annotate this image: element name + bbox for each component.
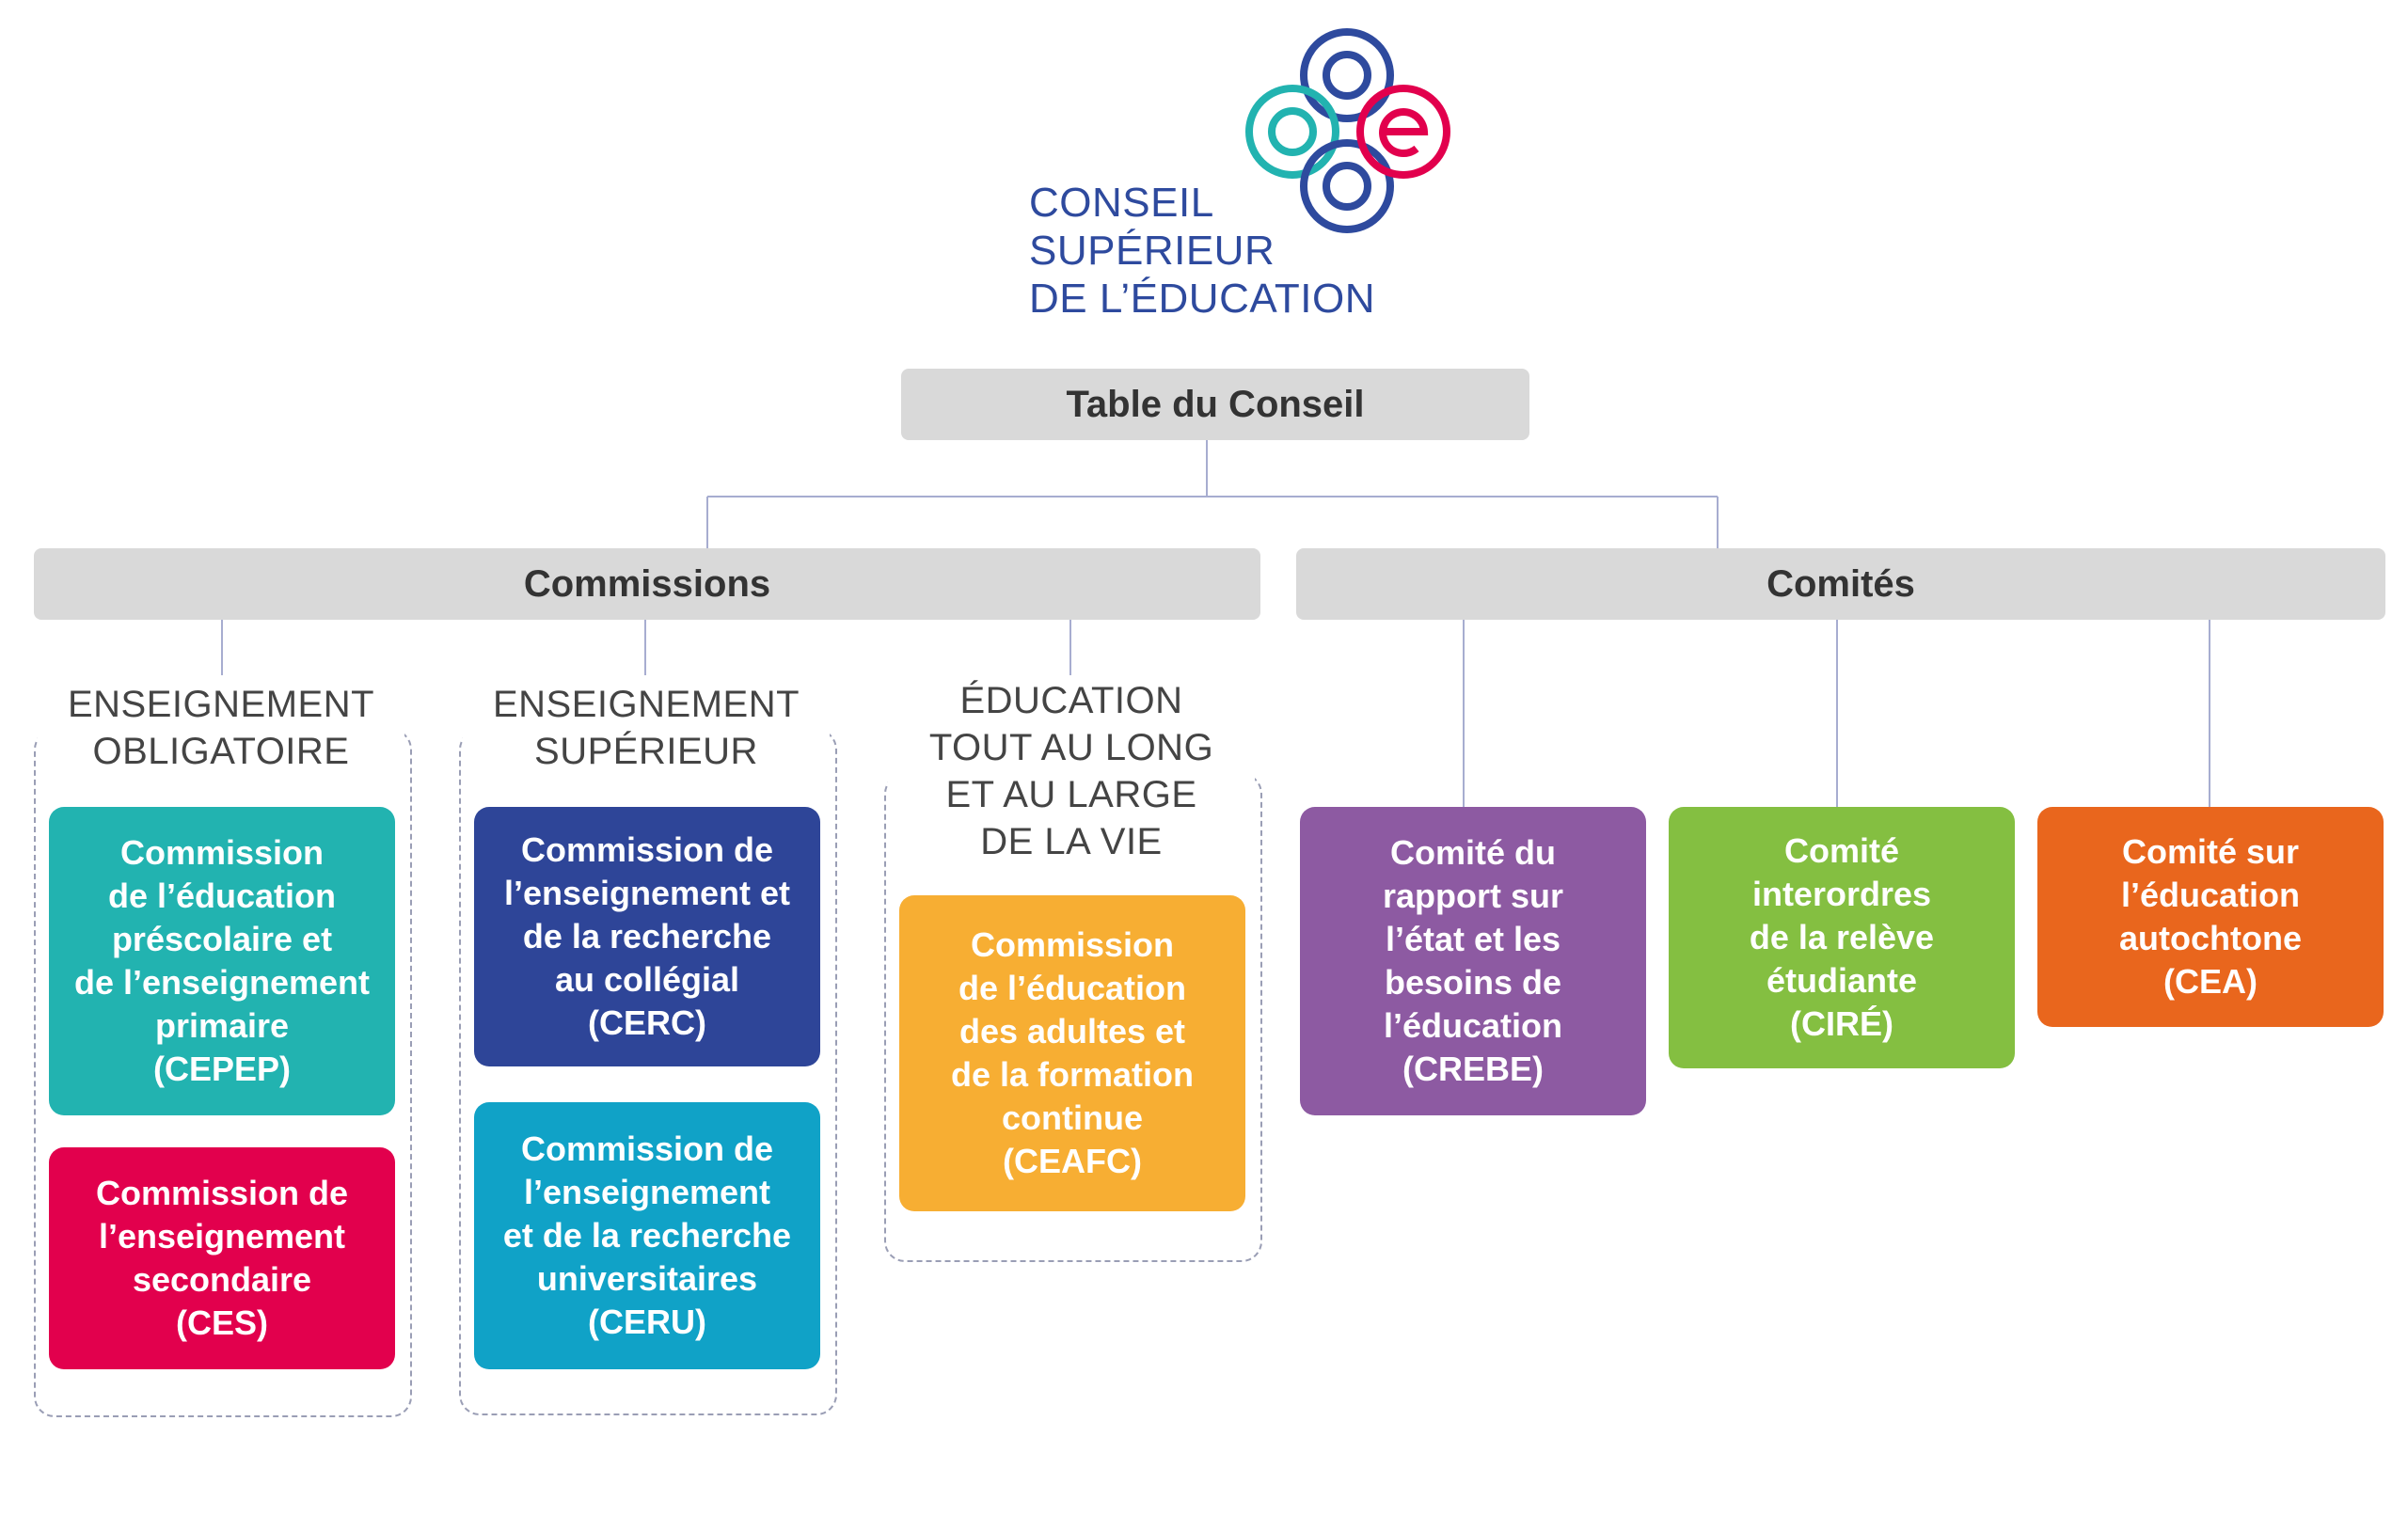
logo-ring-pink [1356,85,1450,179]
table-du-conseil-bar: Table du Conseil [901,369,1529,440]
box-line: des adultes et [958,1012,1186,1050]
box-line: préscolaire et [111,920,333,958]
box-line: primaire [154,1006,290,1045]
box-line: (CEAFC) [1003,1142,1142,1180]
box-line: (CERC) [588,1003,706,1042]
group-label-education-tout-au-long: ÉDUCATION TOUT AU LONG ET AU LARGE DE LA… [888,677,1255,865]
commissions-label: Commissions [523,562,771,605]
box-line: Commission de [95,1174,349,1212]
box-line: étudiante [1766,961,1917,1000]
box-line: Comité sur [2121,832,2300,871]
comite-box-cea: Comité sur l’éducation autochtone (CEA) [2037,807,2384,1027]
box-line: interordres [1751,875,1932,913]
box-line: autochtone [2119,919,2302,957]
box-line: de l’éducation [107,876,337,915]
box-line: (CEPEP) [152,1050,292,1088]
commission-box-ces: Commission de l’enseignement secondaire … [49,1147,395,1369]
box-line: de l’enseignement [73,963,371,1002]
box-line: (CIRÉ) [1789,1004,1893,1043]
logo-ring-navy-bottom-inner [1323,162,1371,211]
box-line: de l’éducation [958,969,1187,1007]
box-line: besoins de [1384,963,1562,1002]
logo-text: CONSEIL SUPÉRIEUR DE L’ÉDUCATION [1029,179,1375,323]
commission-box-ceafc: Commission de l’éducation des adultes et… [899,895,1245,1211]
box-line: l’enseignement [523,1173,771,1211]
box-line: Comité du [1390,833,1556,872]
commission-box-cepep: Commission de l’éducation préscolaire et… [49,807,395,1115]
box-line: Commission [119,833,325,872]
comite-box-crebe: Comité du rapport sur l’état et les beso… [1300,807,1646,1115]
logo-ring-teal-inner [1268,107,1317,156]
box-line: Commission de [520,1129,774,1168]
commissions-bar: Commissions [34,548,1260,620]
box-line: Commission de [520,830,774,869]
comite-box-cire: Comité interordres de la relève étudiant… [1669,807,2015,1068]
logo-rings [1245,28,1450,233]
box-line: l’éducation [2120,876,2301,914]
box-line: universitaires [536,1259,758,1298]
group-label-enseignement-superieur: ENSEIGNEMENT SUPÉRIEUR [463,681,830,775]
group-label-enseignement-obligatoire: ENSEIGNEMENT OBLIGATOIRE [38,681,404,775]
table-du-conseil-label: Table du Conseil [1066,383,1365,425]
box-line: Comité [1783,831,1899,870]
comites-label: Comités [1766,562,1915,605]
group-label-line: ET AU LARGE [945,774,1197,815]
group-label-line: OBLIGATOIRE [92,731,350,772]
box-line: (CEA) [2163,962,2258,1001]
box-line: l’éducation [1383,1006,1563,1045]
logo-letter-e [1379,108,1429,157]
box-line: au collégial [554,960,740,999]
box-line: et de la recherche [502,1216,792,1255]
box-line: (CES) [176,1303,268,1342]
commission-box-ceru: Commission de l’enseignement et de la re… [474,1102,820,1369]
group-label-line: SUPÉRIEUR [534,731,758,772]
box-line: l’enseignement et [503,874,791,912]
group-label-line: DE LA VIE [980,821,1163,862]
logo-ring-navy-top [1300,28,1394,122]
box-line: l’enseignement [98,1217,346,1255]
box-line: l’état et les [1385,920,1561,958]
logo-line-2: SUPÉRIEUR [1029,228,1275,274]
box-line: continue [1002,1098,1143,1137]
box-line: de la formation [950,1055,1195,1094]
comites-bar: Comités [1296,548,2385,620]
box-line: de la relève [1749,918,1935,956]
group-label-line: ENSEIGNEMENT [67,684,375,725]
group-label-line: ÉDUCATION [959,680,1183,721]
box-line: rapport sur [1382,876,1564,915]
logo-ring-teal [1245,85,1339,179]
box-line: (CREBE) [1402,1050,1544,1088]
box-line: (CERU) [588,1303,706,1341]
logo-ring-navy-bottom [1300,139,1394,233]
box-line: secondaire [132,1260,312,1299]
box-line: Commission [970,925,1175,964]
group-label-line: ENSEIGNEMENT [492,684,800,725]
box-line: de la recherche [522,917,772,955]
group-label-line: TOUT AU LONG [928,727,1214,768]
logo-line-1: CONSEIL [1029,180,1214,226]
logo-ring-navy-top-inner [1323,51,1371,100]
commission-box-cerc: Commission de l’enseignement et de la re… [474,807,820,1066]
logo-line-3: DE L’ÉDUCATION [1029,276,1376,322]
